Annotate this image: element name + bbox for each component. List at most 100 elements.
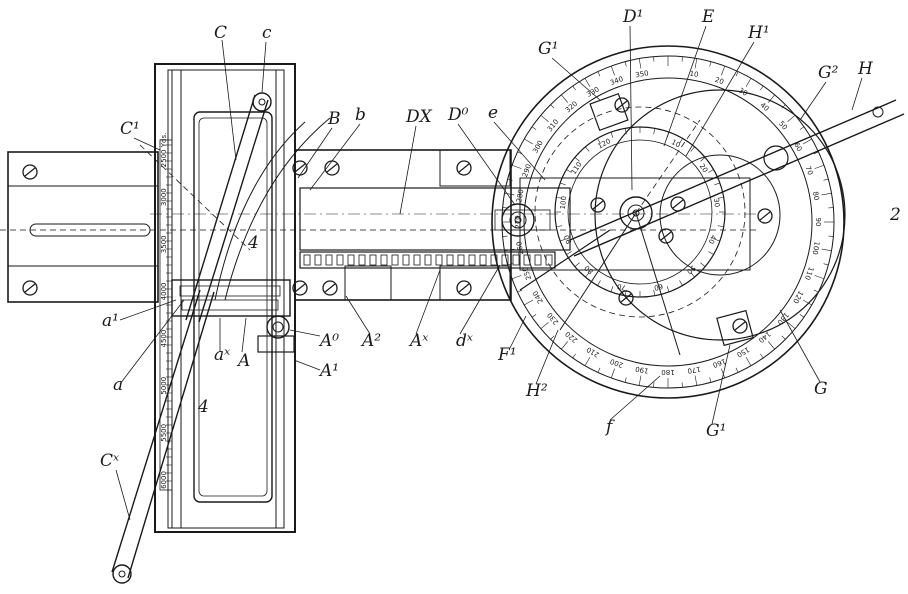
dial-tick bbox=[823, 263, 829, 266]
rack-tooth bbox=[347, 254, 355, 266]
inner-dial-tick bbox=[717, 225, 724, 228]
dial-label: 20 bbox=[714, 76, 725, 87]
dial-label: 90 bbox=[814, 218, 822, 227]
label-f: f bbox=[604, 417, 615, 437]
inner-dial-label: 20 bbox=[698, 162, 710, 174]
dial-tick bbox=[694, 58, 698, 69]
dial-label: 230 bbox=[546, 311, 561, 326]
inner-dial-tick bbox=[690, 272, 695, 278]
inner-dial-tick bbox=[714, 238, 720, 242]
inner-dial-tick bbox=[560, 238, 566, 242]
dial-tick bbox=[709, 377, 712, 383]
dial-label: 80 bbox=[811, 191, 820, 201]
rack-tooth bbox=[479, 254, 487, 266]
inner-dial-tick bbox=[708, 169, 714, 173]
dial-tick bbox=[597, 367, 601, 373]
dial-label: 280 bbox=[515, 189, 525, 204]
label-H: H bbox=[857, 59, 874, 79]
inner-dial-label: 80 bbox=[583, 264, 595, 276]
inner-dial-tick bbox=[597, 138, 601, 144]
inner-dial-tick bbox=[556, 225, 563, 228]
dial-tick bbox=[550, 104, 555, 109]
dial-tick bbox=[802, 138, 812, 145]
dial-label: 300 bbox=[531, 139, 545, 155]
dial-tick bbox=[813, 289, 819, 293]
dial-tick bbox=[694, 375, 698, 386]
scale-label: 5500 bbox=[160, 424, 168, 442]
rack-tooth bbox=[314, 254, 322, 266]
dial-label: 10 bbox=[689, 70, 699, 79]
dial-tick bbox=[638, 58, 642, 69]
label-aX: aˣ bbox=[214, 345, 230, 365]
dial-tick bbox=[821, 248, 832, 252]
dial-label: 30 bbox=[737, 86, 749, 97]
screw-icon bbox=[590, 197, 606, 213]
label-G1-top: G¹ bbox=[538, 39, 558, 59]
dial-label: 260 bbox=[515, 241, 525, 256]
dial-tick bbox=[540, 322, 549, 329]
dial-label: 70 bbox=[804, 165, 815, 176]
dial-label: 310 bbox=[546, 118, 561, 133]
dial-tick bbox=[507, 178, 513, 181]
dial-label: 150 bbox=[735, 345, 751, 359]
dial-tick bbox=[721, 368, 726, 379]
rack-tooth bbox=[435, 254, 443, 266]
dial-tick bbox=[814, 164, 825, 169]
arm-C bbox=[185, 92, 272, 323]
dial-tick bbox=[799, 314, 805, 318]
inner-dial-tick bbox=[679, 280, 683, 286]
dial-tick bbox=[787, 115, 796, 122]
rack-tooth bbox=[457, 254, 465, 266]
rack-teeth bbox=[303, 254, 553, 266]
label-e: e bbox=[488, 103, 498, 123]
inner-dial-tick bbox=[556, 196, 563, 199]
inner-dial-label: 40 bbox=[707, 234, 718, 245]
arm-CX bbox=[111, 289, 215, 584]
screw-icon bbox=[456, 160, 472, 176]
dial-tick bbox=[624, 377, 627, 383]
label-D1: D¹ bbox=[622, 7, 643, 27]
scale-label: 6000 bbox=[160, 471, 168, 489]
label-A1: A¹ bbox=[318, 361, 339, 381]
scale-label: 5000 bbox=[160, 377, 168, 395]
dial-tick bbox=[504, 192, 515, 196]
inner-dial-tick bbox=[679, 138, 683, 144]
rack-tooth bbox=[413, 254, 421, 266]
dial-tick bbox=[781, 335, 786, 340]
inner-dial-tick bbox=[653, 289, 656, 296]
inner-dial-tick bbox=[624, 289, 627, 296]
inner-dial-label: 10 bbox=[670, 138, 682, 149]
label-A: A bbox=[236, 351, 250, 371]
dial-tick bbox=[524, 138, 534, 145]
dial-tick bbox=[572, 85, 576, 91]
dial-label: 320 bbox=[564, 100, 579, 115]
inner-dial-tick bbox=[708, 251, 714, 255]
reference-labels: C c C¹ B b DX D⁰ e D¹ E H¹ G¹ G² H 2 a¹ … bbox=[100, 7, 901, 471]
dial-tick bbox=[781, 104, 786, 109]
screw-icon bbox=[732, 318, 748, 334]
dial-label: 120 bbox=[791, 289, 805, 305]
label-b: b bbox=[355, 105, 366, 125]
dial-label: 50 bbox=[777, 120, 789, 132]
rack-tooth bbox=[325, 254, 333, 266]
label-AX: Aˣ bbox=[408, 331, 428, 351]
dial-tick bbox=[721, 65, 726, 76]
inner-dial-label: 30 bbox=[712, 198, 721, 208]
dial-label: 140 bbox=[757, 330, 772, 345]
inner-dial-label: 90 bbox=[563, 234, 574, 245]
dial-tick bbox=[745, 78, 752, 88]
label-G1-bottom: G¹ bbox=[706, 421, 726, 441]
dial-tick bbox=[802, 299, 812, 306]
dial-tick bbox=[814, 275, 825, 280]
inner-dial-tick bbox=[610, 286, 614, 292]
dial-label: 60 bbox=[792, 141, 803, 153]
inner-dial-tick bbox=[717, 196, 724, 199]
inner-dial-label: 120 bbox=[596, 137, 612, 150]
slider-block-A bbox=[171, 279, 295, 353]
rack-tooth bbox=[534, 254, 542, 266]
dial-tick bbox=[638, 375, 642, 386]
dial-tick bbox=[823, 178, 829, 181]
scale-label: 4000 bbox=[160, 283, 168, 301]
inner-dial-tick bbox=[574, 157, 580, 162]
